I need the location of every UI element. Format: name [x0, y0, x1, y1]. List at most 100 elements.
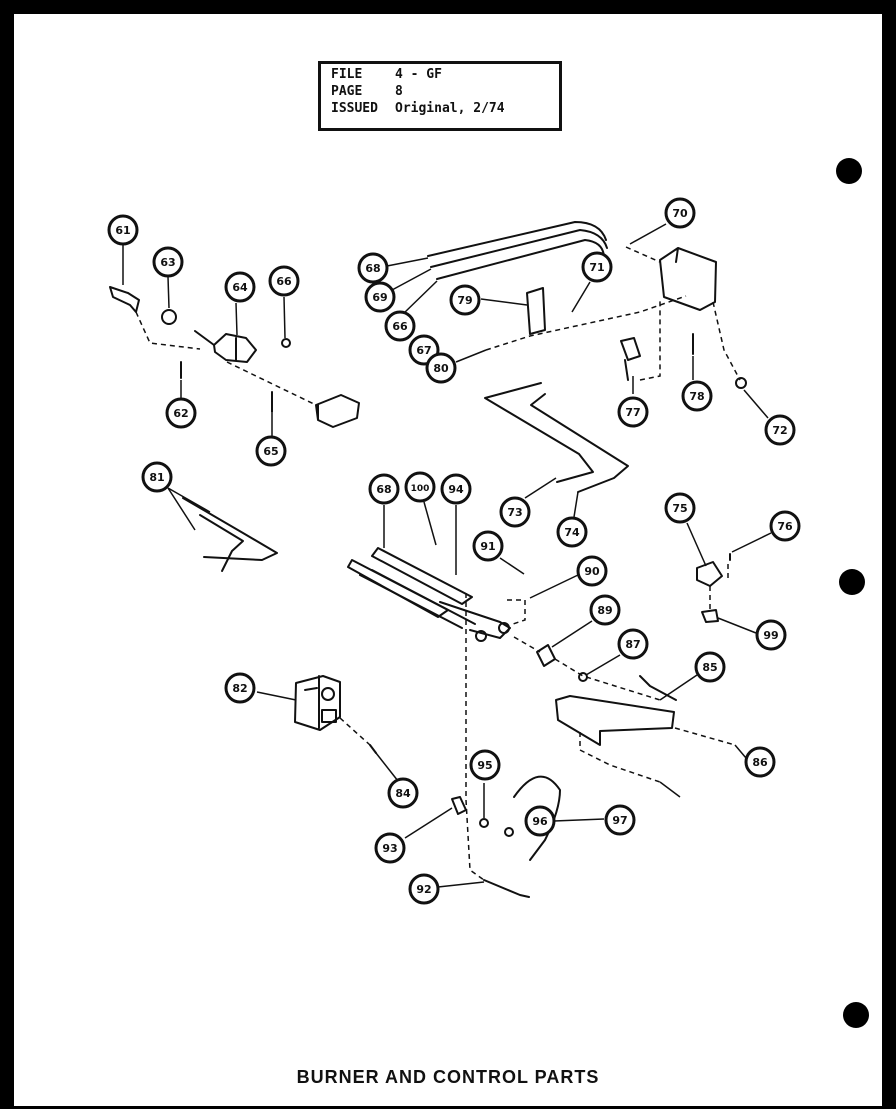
- callout-66: 66: [384, 310, 416, 342]
- svg-text:91: 91: [480, 540, 495, 553]
- svg-text:85: 85: [702, 661, 717, 674]
- tubing-upper: [427, 221, 607, 257]
- tubing-81: [182, 497, 278, 561]
- nut-72: [735, 377, 747, 389]
- valve-75: [696, 561, 723, 587]
- nut-63: [161, 309, 177, 325]
- dash-75: [709, 564, 729, 610]
- file-value: 4 - GF: [395, 67, 442, 82]
- leader-76: [731, 532, 772, 553]
- leader-74: [573, 491, 579, 518]
- callout-70: 70: [664, 197, 696, 229]
- dash-89: [513, 636, 661, 701]
- svg-text:68: 68: [376, 483, 391, 496]
- callout-73: 73: [499, 496, 531, 528]
- leader-84: [375, 752, 399, 782]
- cover-plate: [315, 394, 360, 428]
- callout-75: 75: [664, 492, 696, 524]
- leader-85: [659, 674, 698, 701]
- binder-hole-middle: [839, 569, 865, 595]
- callout-84: 84: [387, 777, 419, 809]
- dash-64: [226, 361, 317, 406]
- clip-99: [701, 609, 719, 623]
- binder-hole-top: [836, 158, 862, 184]
- leader-93: [404, 807, 453, 839]
- leader-97: [553, 818, 605, 822]
- svg-text:66: 66: [392, 320, 408, 333]
- svg-text:84: 84: [395, 787, 411, 800]
- orifice-left: [475, 630, 487, 642]
- leader-99: [717, 617, 757, 634]
- callout-81-left: 81: [141, 461, 173, 493]
- leader-73: [524, 477, 557, 499]
- callout-68-burner: 68: [368, 473, 400, 505]
- svg-text:80: 80: [433, 362, 449, 375]
- diagram-sheet: [14, 14, 882, 1106]
- valve-64: [194, 330, 257, 363]
- callout-64: 64: [224, 271, 256, 303]
- leader-70: [629, 223, 667, 245]
- svg-text:97: 97: [612, 814, 627, 827]
- svg-text:69: 69: [372, 291, 387, 304]
- leader-72: [743, 389, 769, 419]
- svg-text:93: 93: [382, 842, 397, 855]
- pilot-93: [451, 796, 467, 815]
- leader-66b: [391, 268, 432, 291]
- callout-96: 96: [524, 805, 556, 837]
- callout-80: 80: [425, 352, 457, 384]
- sensor-77: [620, 337, 641, 381]
- nut-96-small: [504, 827, 514, 837]
- orifice-right: [498, 622, 510, 634]
- burner-manifold: [439, 601, 511, 639]
- leader-86a: [734, 744, 747, 759]
- dash-80: [485, 295, 687, 351]
- leader-91: [499, 557, 525, 575]
- dash-72: [712, 301, 741, 381]
- svg-text:89: 89: [597, 604, 612, 617]
- leader-89: [551, 620, 593, 648]
- fitting-89: [536, 644, 556, 667]
- svg-text:66: 66: [276, 275, 292, 288]
- callout-92: 92: [408, 873, 440, 905]
- callout-87: 87: [617, 628, 649, 660]
- washer-66: [281, 338, 291, 348]
- svg-text:86: 86: [752, 756, 768, 769]
- svg-text:94: 94: [448, 483, 464, 496]
- dash-90: [507, 599, 526, 626]
- callout-74: 74: [556, 516, 588, 548]
- gas-valve-port: [321, 709, 337, 723]
- callout-79: 79: [449, 284, 481, 316]
- callout-91: 91: [472, 530, 504, 562]
- callout-99: 99: [755, 619, 787, 651]
- callout-95: 95: [469, 749, 501, 781]
- svg-text:73: 73: [507, 506, 522, 519]
- callout-78: 78: [681, 380, 713, 412]
- leader-63: [167, 276, 170, 309]
- svg-text:95: 95: [477, 759, 492, 772]
- page-title: BURNER AND CONTROL PARTS: [296, 1067, 600, 1087]
- leader-90: [529, 574, 579, 599]
- dash-82: [339, 717, 371, 746]
- callout-66-top: 66: [268, 265, 300, 297]
- callout-94: 94: [440, 473, 472, 505]
- leader-86b: [659, 781, 681, 798]
- gas-valve-knob: [321, 687, 335, 701]
- issued-label: ISSUED: [331, 101, 378, 116]
- svg-text:74: 74: [564, 526, 580, 539]
- dash-77: [639, 300, 661, 381]
- svg-text:81: 81: [149, 471, 164, 484]
- tubing-81b: [199, 514, 244, 572]
- callout-97: 97: [604, 804, 636, 836]
- svg-text:96: 96: [532, 815, 548, 828]
- callout-77: 77: [617, 396, 649, 428]
- leader-82: [256, 691, 297, 701]
- binder-hole-bottom: [843, 1002, 869, 1028]
- screw-84: [369, 744, 377, 754]
- page-label: PAGE: [331, 84, 363, 99]
- svg-text:65: 65: [263, 445, 278, 458]
